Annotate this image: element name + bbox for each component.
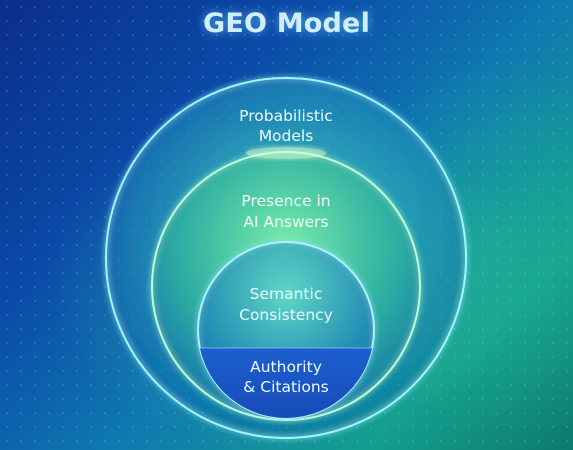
layer-3-label-line2: Consistency — [239, 306, 333, 324]
layer-4-label-line1: Authority — [250, 358, 322, 376]
diagram-title: GEO Model — [202, 8, 371, 39]
layer-1-label-line2: Models — [259, 127, 314, 145]
layer-1-label-line1: Probabilistic — [239, 107, 333, 125]
layer-2-label-line2: AI Answers — [243, 213, 328, 231]
layer-4-label-line2: & Citations — [243, 378, 329, 396]
layer-3-label-line1: Semantic — [250, 285, 323, 303]
layer-2-label-line1: Presence in — [241, 192, 330, 210]
ring-highlight — [246, 147, 326, 159]
